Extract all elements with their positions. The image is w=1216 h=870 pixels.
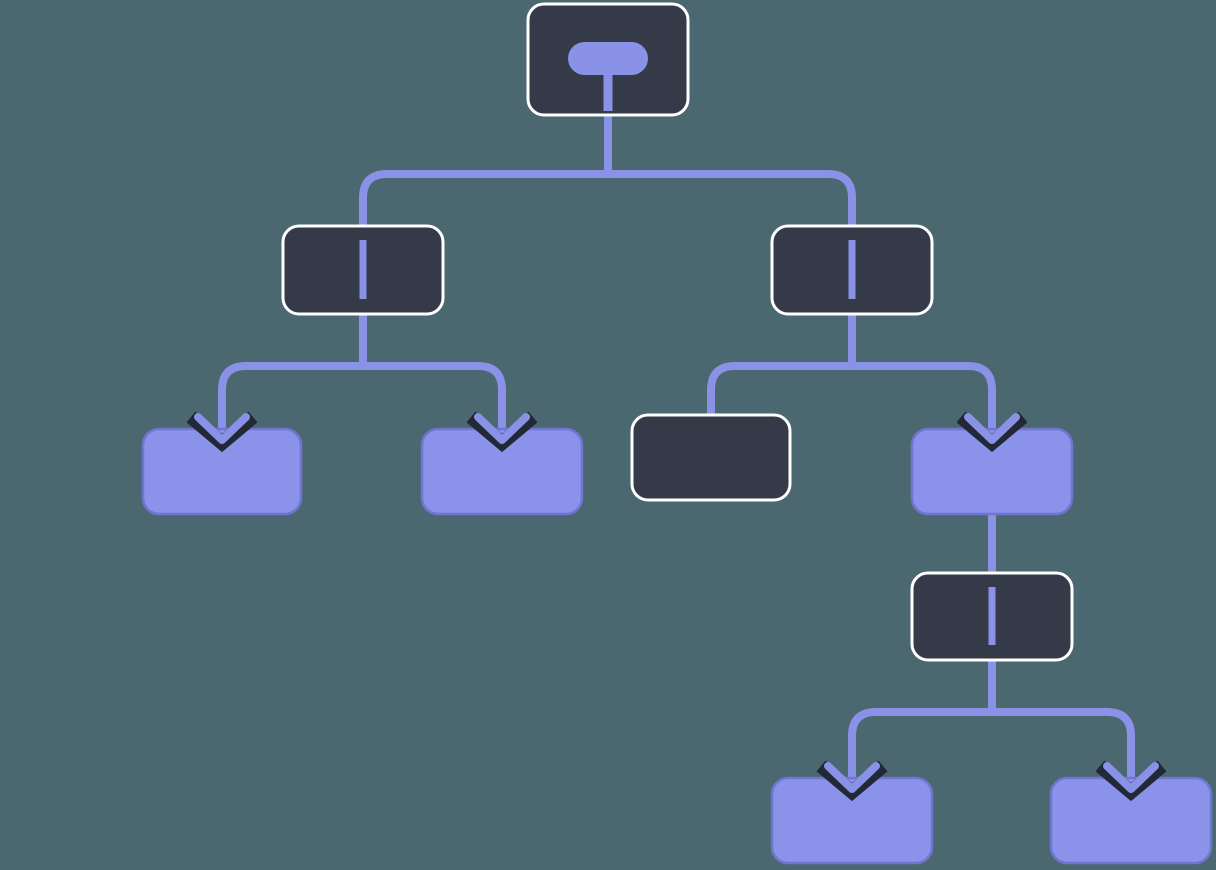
- arrow-accent-chevron: [1103, 762, 1159, 793]
- node-leaf-2[interactable]: [420, 427, 584, 516]
- node-branch-bottom[interactable]: [910, 571, 1074, 662]
- arrow-accent-chevron: [474, 413, 530, 444]
- node-leaf-1[interactable]: [141, 427, 303, 516]
- node-branch-right[interactable]: [770, 224, 934, 316]
- arrow-down-icon: [1095, 760, 1167, 802]
- pill-stem: [603, 72, 613, 111]
- node-leaf-4[interactable]: [770, 776, 934, 865]
- connector-branch-bottom: [848, 660, 1135, 787]
- connector-branch-left: [218, 314, 506, 438]
- pill-icon: [568, 42, 648, 75]
- arrow-down-icon: [186, 411, 258, 453]
- arrowheads-layer: [186, 411, 1167, 802]
- arrow-down-icon: [956, 411, 1028, 453]
- arrow-accent-chevron: [824, 762, 880, 793]
- nodes-layer: [141, 2, 1213, 865]
- arrow-down-icon: [466, 411, 538, 453]
- divider-line: [359, 240, 367, 299]
- leaf-node-box[interactable]: [910, 427, 1074, 516]
- arrow-down-icon: [816, 760, 888, 802]
- node-root[interactable]: [526, 2, 690, 117]
- node-leaf-3[interactable]: [910, 427, 1074, 516]
- leaf-node-box[interactable]: [141, 427, 303, 516]
- dark-node-box[interactable]: [630, 413, 792, 502]
- leaf-node-box[interactable]: [770, 776, 934, 865]
- connectors-layer: [218, 115, 1135, 787]
- leaf-node-box[interactable]: [420, 427, 584, 516]
- divider-line: [848, 240, 856, 299]
- node-branch-left[interactable]: [281, 224, 445, 316]
- leaf-node-box[interactable]: [1049, 776, 1213, 865]
- arrow-accent-chevron: [194, 413, 250, 444]
- connector-branch-right: [707, 314, 996, 438]
- divider-line: [988, 587, 996, 645]
- connector-root: [359, 115, 856, 228]
- node-leaf-5[interactable]: [1049, 776, 1213, 865]
- arrow-accent-chevron: [964, 413, 1020, 444]
- node-node-plain[interactable]: [630, 413, 792, 502]
